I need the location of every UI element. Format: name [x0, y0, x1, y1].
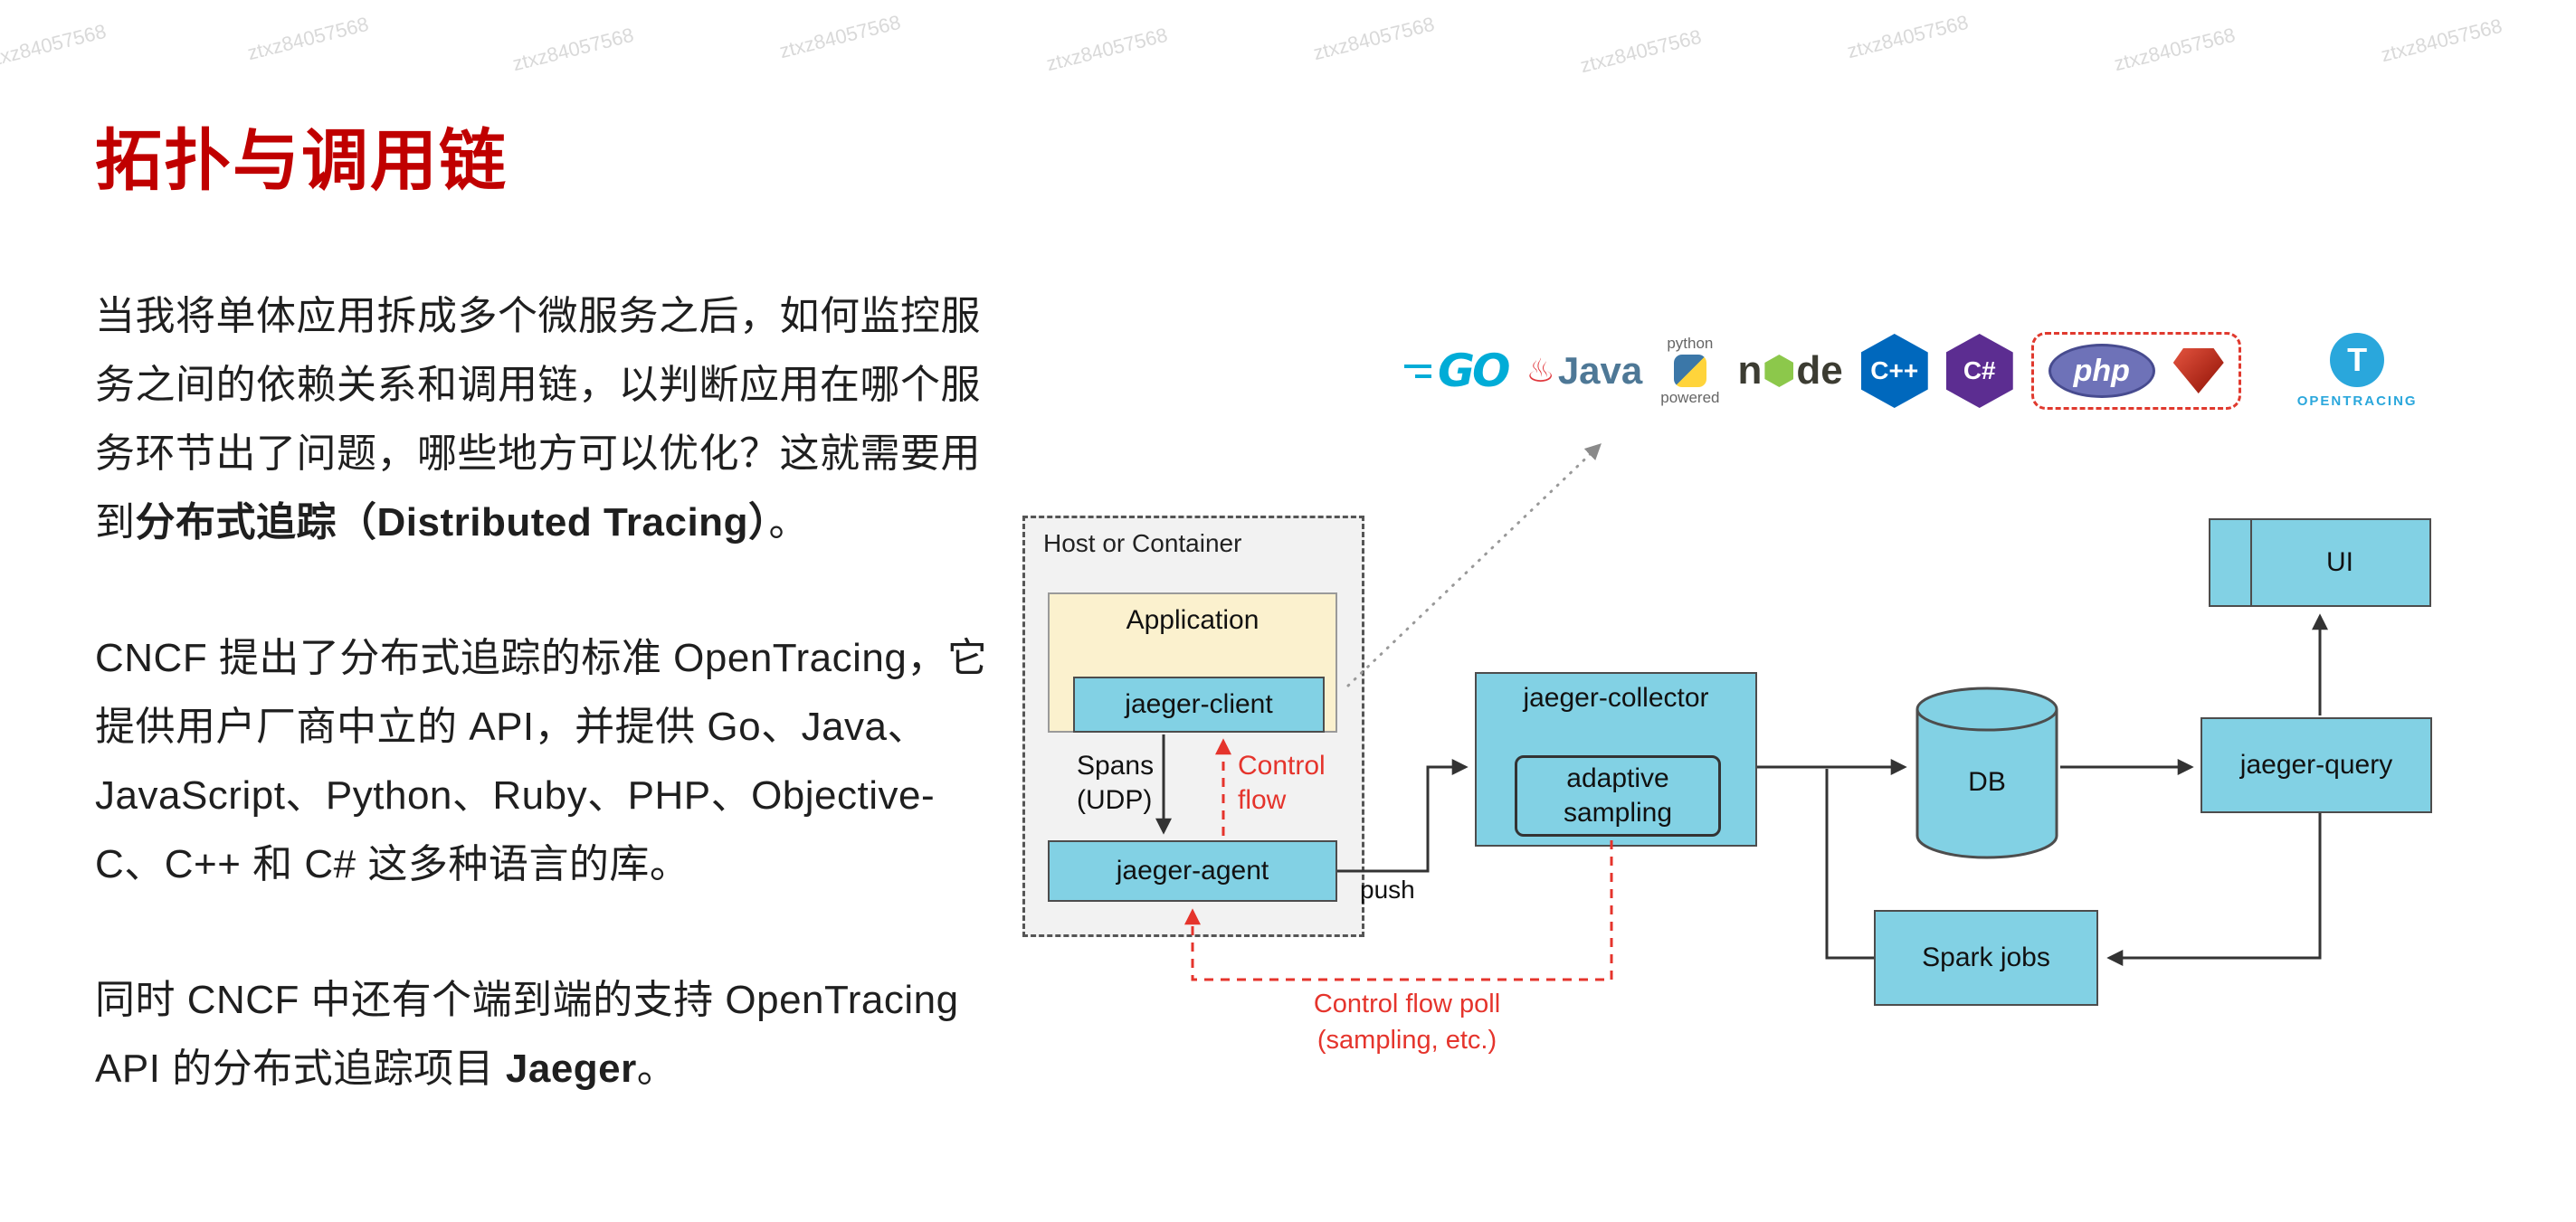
jaeger-agent-label: jaeger-agent: [1116, 856, 1269, 886]
push-label: push: [1360, 876, 1415, 904]
python-badge-top-text: python: [1667, 335, 1714, 352]
paragraph-1: 当我将单体应用拆成多个微服务之后，如何监控服务之间的依赖关系和调用链，以判断应用…: [95, 282, 995, 557]
nodejs-text-left: n: [1737, 348, 1763, 393]
db-cylinder: DB: [1914, 686, 2060, 859]
adaptive-sampling-label: adaptive sampling: [1563, 763, 1673, 828]
paragraph-2-text: CNCF 提出了分布式追踪的标准 OpenTracing，它提供用户厂商中立的 …: [95, 636, 988, 886]
nodejs-logo: n de: [1737, 348, 1842, 393]
watermark: ztxz84057568: [1844, 10, 1971, 63]
application-label: Application: [1126, 605, 1259, 635]
watermark: ztxz84057568: [1577, 24, 1704, 78]
db-to-spark-connector: [1825, 769, 1874, 960]
opentracing-icon: T: [2330, 333, 2385, 387]
paragraph-2: CNCF 提出了分布式追踪的标准 OpenTracing，它提供用户厂商中立的 …: [95, 624, 995, 899]
ui-label: UI: [2326, 547, 2353, 577]
adaptive-sampling-box: adaptive sampling: [1515, 755, 1721, 837]
spans-udp-label: Spans (UDP): [1077, 749, 1154, 818]
php-logo: php: [2048, 344, 2155, 398]
jaeger-query-label: jaeger-query: [2239, 750, 2393, 780]
nodejs-hexagon-icon: [1764, 355, 1794, 387]
watermark: ztxz84057568: [244, 12, 371, 65]
paragraph-3-end: 。: [636, 1047, 678, 1091]
paragraph-3: 同时 CNCF 中还有个端到端的支持 OpenTracing API 的分布式追…: [95, 966, 995, 1104]
poll-label-line2: (sampling, etc.): [1317, 1026, 1497, 1055]
go-speed-lines-icon: [1404, 364, 1431, 378]
go-logo: GO: [1404, 345, 1511, 397]
spans-label-line2: (UDP): [1077, 785, 1153, 815]
csharp-logo: C#: [1945, 334, 2013, 408]
ruby-logo: [2172, 348, 2224, 393]
python-powered-badge: python powered: [1660, 335, 1719, 407]
control-flow-poll-label: Control flow poll (sampling, etc.): [1231, 986, 1583, 1058]
client-to-libraries-dotted-arrow: [1346, 443, 1602, 687]
jaeger-collector-box: jaeger-collector adaptive sampling: [1475, 672, 1757, 847]
python-icon: [1673, 355, 1706, 387]
paragraph-1-end: 。: [768, 500, 809, 545]
nodejs-text-right: de: [1796, 348, 1843, 393]
python-badge-bottom-text: powered: [1660, 389, 1720, 406]
cpp-logo-text: C++: [1870, 356, 1919, 384]
jaeger-client-box: jaeger-client: [1073, 677, 1325, 733]
watermark: ztxz84057568: [776, 10, 903, 63]
spark-jobs-label: Spark jobs: [1922, 943, 2050, 972]
page-title: 拓扑与调用链: [95, 123, 508, 198]
control-flow-line1: Control: [1238, 751, 1326, 781]
java-cup-icon: ♨: [1526, 352, 1555, 389]
jaeger-client-label: jaeger-client: [1125, 689, 1273, 719]
paragraph-1-bold: 分布式追踪（Distributed Tracing）: [135, 500, 769, 545]
control-flow-line2: flow: [1238, 785, 1287, 815]
db-label: DB: [1968, 767, 2006, 797]
ui-box: UI: [2209, 518, 2431, 607]
query-to-spark-arrow: [2106, 813, 2322, 966]
opentracing-icon-letter: T: [2347, 341, 2368, 378]
language-logos-row: GO ♨ Java python powered n de C++ C#: [1404, 317, 2418, 425]
java-logo-text: Java: [1557, 349, 1643, 392]
jaeger-agent-box: jaeger-agent: [1048, 840, 1337, 902]
php-ruby-highlight-box: php: [2030, 332, 2241, 410]
paragraph-3-bold: Jaeger: [505, 1047, 637, 1091]
go-logo-text: GO: [1438, 345, 1511, 397]
ui-box-divider: [2250, 520, 2252, 605]
spark-jobs-box: Spark jobs: [1874, 910, 2098, 1006]
opentracing-wordmark: OPENTRACING: [2296, 393, 2418, 409]
watermark: ztxz84057568: [0, 19, 109, 72]
watermark: ztxz84057568: [2111, 23, 2238, 76]
db-cylinder-shape: [1915, 687, 2058, 859]
control-flow-label: Control flow: [1238, 749, 1326, 818]
poll-label-line1: Control flow poll: [1313, 990, 1501, 1018]
spans-label-line1: Spans: [1077, 751, 1155, 781]
csharp-logo-text: C#: [1963, 356, 1996, 384]
body-text: 当我将单体应用拆成多个微服务之后，如何监控服务之间的依赖关系和调用链，以判断应用…: [95, 282, 995, 1170]
opentracing-logo: T OPENTRACING: [2297, 333, 2418, 409]
watermark: ztxz84057568: [1310, 12, 1437, 65]
watermark: ztxz84057568: [509, 23, 636, 76]
watermark: ztxz84057568: [1043, 23, 1170, 76]
paragraph-3-text: 同时 CNCF 中还有个端到端的支持 OpenTracing API 的分布式追…: [95, 978, 959, 1091]
php-logo-text: php: [2073, 353, 2130, 388]
java-logo: ♨ Java: [1526, 349, 1643, 393]
jaeger-collector-label: jaeger-collector: [1523, 683, 1709, 713]
watermark: ztxz84057568: [2378, 14, 2505, 67]
jaeger-query-box: jaeger-query: [2201, 717, 2432, 813]
host-container-label: Host or Container: [1043, 529, 1242, 557]
paragraph-1-text: 当我将单体应用拆成多个微服务之后，如何监控服务之间的依赖关系和调用链，以判断应用…: [95, 294, 981, 545]
cpp-logo: C++: [1860, 334, 1928, 408]
